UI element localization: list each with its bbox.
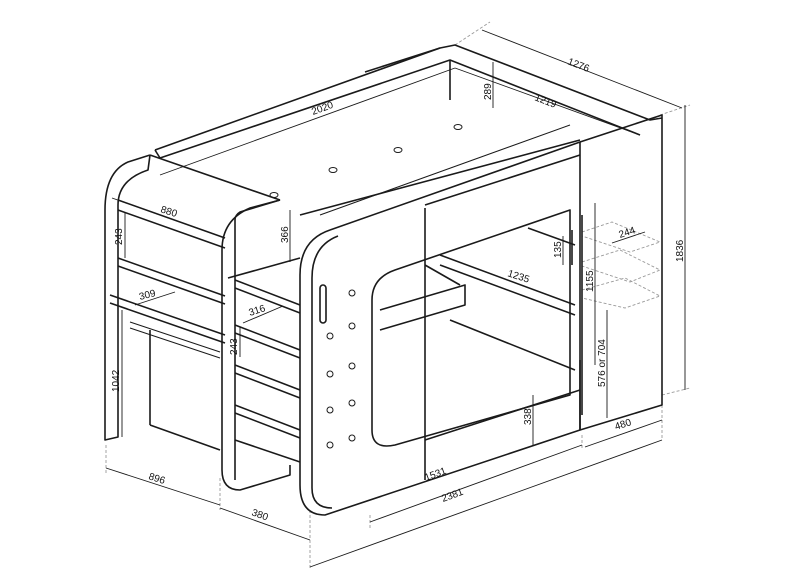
dim-1155: 1155	[585, 270, 596, 292]
dimension-lines	[105, 29, 686, 568]
dim-338: 338	[523, 408, 534, 425]
dim-2381: 2381	[440, 487, 465, 505]
dim-289: 289	[483, 83, 494, 100]
dim-244: 244	[618, 225, 638, 241]
dim-243-stair: 243	[229, 338, 240, 355]
extension-lines	[105, 21, 691, 570]
panel-bolts	[326, 289, 356, 449]
dim-135: 135	[553, 241, 564, 258]
dim-1219: 1219	[533, 93, 558, 111]
dimension-labels: 1276 1219 289 2020 880 243 366 309 316 2…	[111, 57, 686, 524]
dim-243-left: 243	[114, 228, 125, 245]
dim-1235: 1235	[506, 268, 531, 285]
bed-frame	[104, 44, 663, 516]
dim-380: 380	[250, 507, 270, 523]
dim-2020: 2020	[310, 100, 335, 118]
dim-1531: 1531	[423, 466, 448, 484]
dim-896: 896	[147, 471, 167, 487]
dim-576-or-704: 576 or 704	[597, 339, 608, 387]
dim-480: 480	[614, 417, 634, 433]
dim-880: 880	[159, 204, 179, 220]
dim-309: 309	[138, 288, 157, 303]
dim-1042: 1042	[111, 369, 122, 392]
dim-1836: 1836	[675, 239, 686, 262]
dim-316: 316	[248, 303, 268, 319]
dim-366: 366	[280, 226, 291, 243]
dim-1276: 1276	[566, 57, 591, 75]
